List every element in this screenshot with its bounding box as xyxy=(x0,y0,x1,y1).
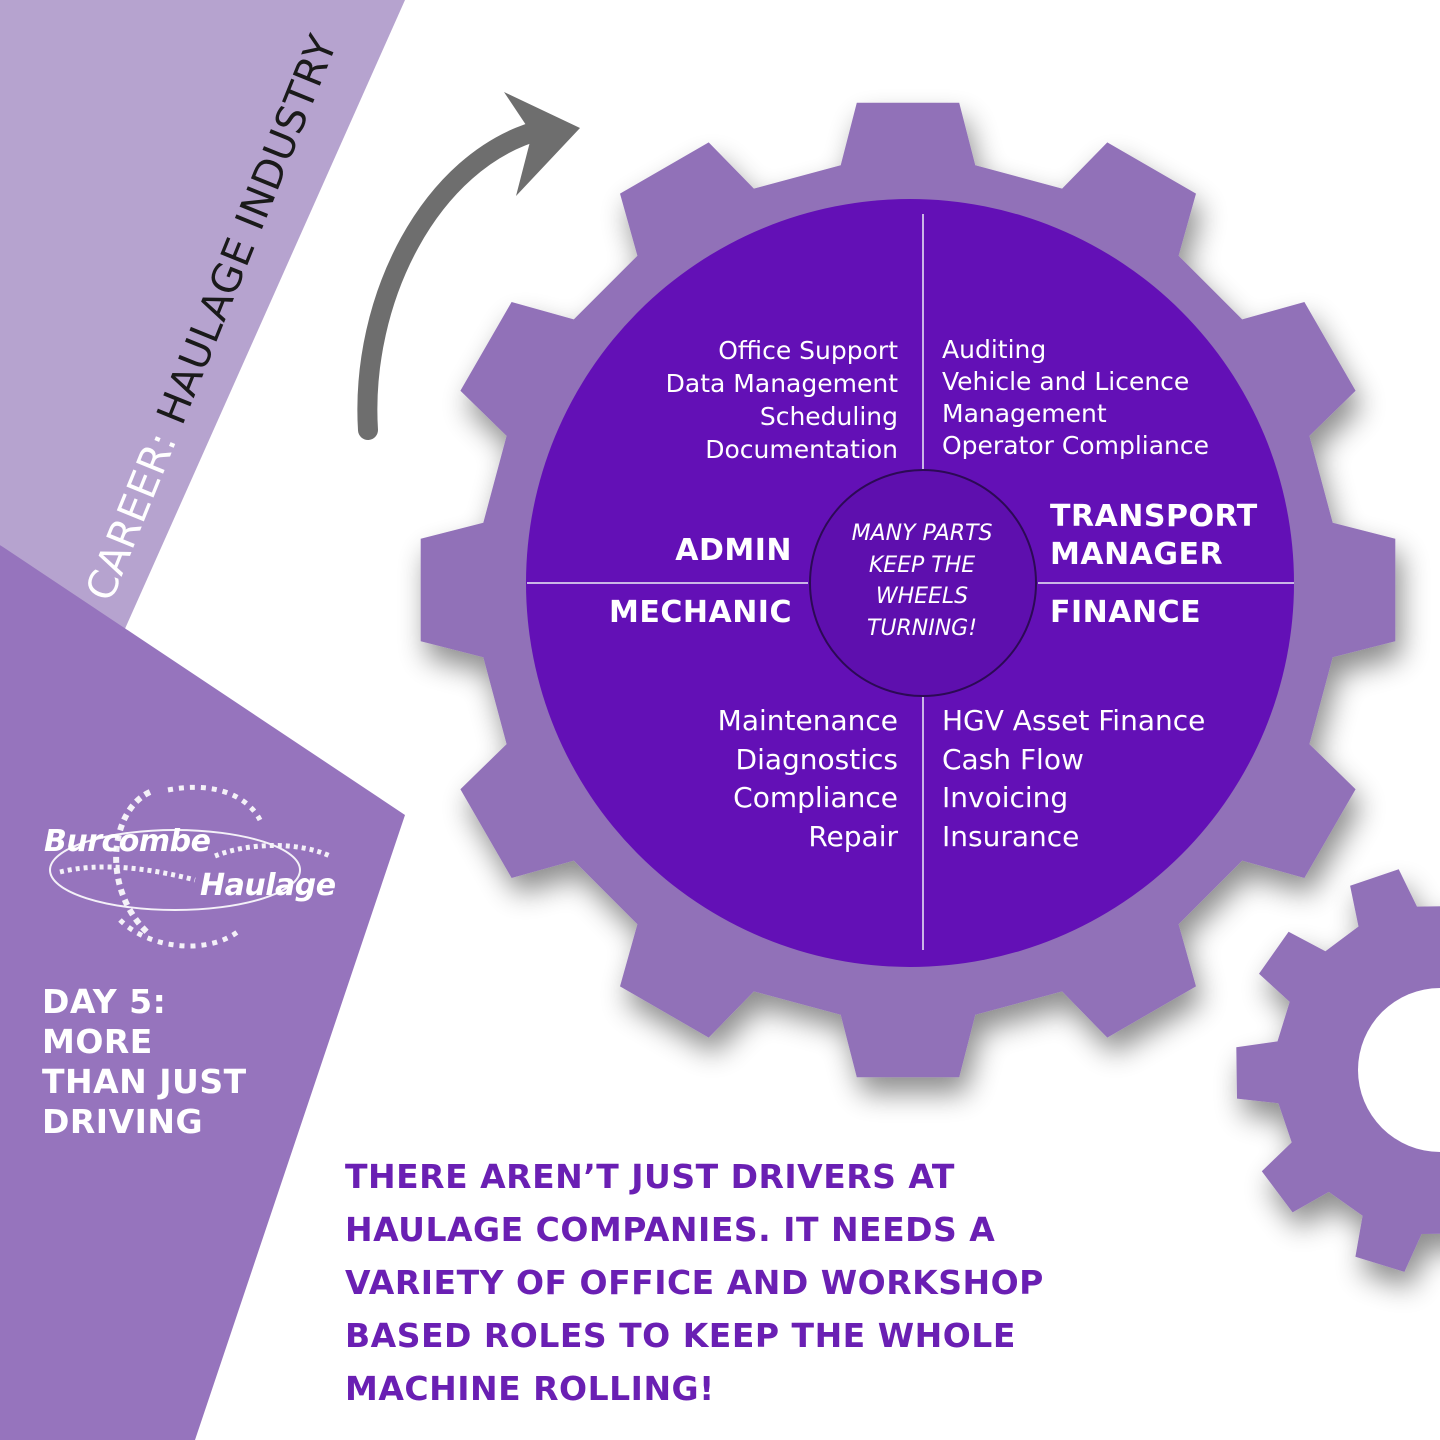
list-item: Operator Compliance xyxy=(942,431,1210,460)
list-item: Insurance xyxy=(942,819,1080,853)
role-title-mechanic: MECHANIC xyxy=(609,595,792,630)
bottom-message-line: VARIETY OF OFFICE AND WORKSHOP xyxy=(345,1263,1044,1302)
list-item: Office Support xyxy=(718,336,898,365)
bottom-message: THERE AREN’T JUST DRIVERS AT HAULAGE COM… xyxy=(345,1150,1225,1415)
logo-text-line-2: Haulage xyxy=(200,868,336,903)
day-title-line: DRIVING xyxy=(42,1102,204,1141)
role-title-line: MANAGER xyxy=(1050,537,1224,572)
center-circle xyxy=(809,469,1037,697)
bottom-message-line: BASED ROLES TO KEEP THE WHOLE xyxy=(345,1316,1016,1355)
list-item: Data Management xyxy=(665,369,898,398)
role-title-line: TRANSPORT xyxy=(1050,499,1258,534)
mechanic-items: Maintenance Diagnostics Compliance Repai… xyxy=(718,702,898,856)
list-item: Maintenance xyxy=(717,704,898,737)
center-slogan-line: MANY PARTS xyxy=(851,521,993,546)
admin-items: Office Support Data Management Schedulin… xyxy=(666,334,898,466)
logo-text-line-1: Burcombe xyxy=(44,824,211,859)
list-item: Cash Flow xyxy=(942,742,1084,776)
role-title-transport-manager: TRANSPORT MANAGER xyxy=(1050,498,1258,574)
list-item: Scheduling xyxy=(759,402,898,431)
light-diagonal-panel xyxy=(0,0,405,640)
day-title-line: THAN JUST xyxy=(42,1062,247,1101)
center-slogan: MANY PARTS KEEP THE WHEELS TURNING! xyxy=(822,518,1022,644)
small-gear-icon xyxy=(1236,869,1440,1272)
dark-diagonal-panel xyxy=(0,545,405,1440)
small-gear-shape xyxy=(1236,869,1440,1272)
role-title-finance: FINANCE xyxy=(1050,595,1202,630)
center-slogan-line: WHEELS xyxy=(875,584,969,609)
day-title: DAY 5: MORE THAN JUST DRIVING xyxy=(42,982,332,1142)
role-title-admin: ADMIN xyxy=(675,533,792,568)
bottom-message-line: THERE AREN’T JUST DRIVERS AT xyxy=(345,1157,955,1196)
curved-arrow-icon xyxy=(357,92,580,440)
list-item: Invoicing xyxy=(942,781,1069,814)
list-item: Compliance xyxy=(733,781,898,814)
list-item: Repair xyxy=(808,819,898,853)
list-item: HGV Asset Finance xyxy=(942,704,1206,737)
day-title-line: MORE xyxy=(42,1022,153,1061)
list-item: Management xyxy=(942,399,1107,428)
bottom-message-line: HAULAGE COMPANIES. IT NEEDS A xyxy=(345,1210,996,1249)
logo-wheat-icon xyxy=(49,784,332,949)
day-title-line: DAY 5: xyxy=(42,982,167,1021)
list-item: Vehicle and Licence xyxy=(942,367,1190,396)
transport-manager-items: Auditing Vehicle and Licence Management … xyxy=(942,334,1209,462)
burcombe-haulage-logo: Burcombe Haulage xyxy=(40,780,340,960)
center-slogan-line: TURNING! xyxy=(866,615,978,641)
bottom-message-line: MACHINE ROLLING! xyxy=(345,1369,715,1408)
finance-items: HGV Asset Finance Cash Flow Invoicing In… xyxy=(942,702,1205,856)
list-item: Diagnostics xyxy=(735,742,898,776)
center-slogan-line: KEEP THE xyxy=(868,552,976,578)
list-item: Documentation xyxy=(705,435,898,464)
list-item: Auditing xyxy=(942,335,1047,364)
